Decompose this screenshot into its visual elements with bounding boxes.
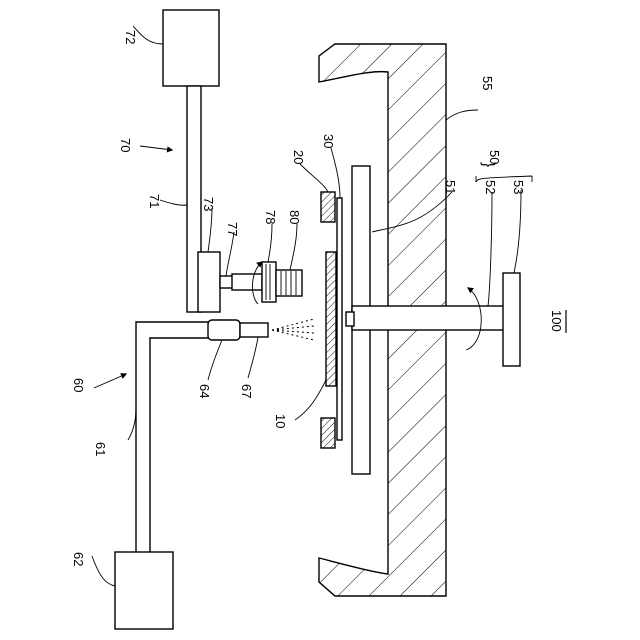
label-52: 52 <box>483 180 498 194</box>
valve-64 <box>208 320 240 340</box>
label-51: 51 <box>443 180 458 194</box>
label-73: 73 <box>201 197 216 211</box>
label-70: 70 <box>118 138 133 152</box>
spindle-77 <box>220 274 262 290</box>
label-55: 55 <box>480 76 495 90</box>
brush-78 <box>262 262 276 302</box>
label-20: 20 <box>291 150 306 164</box>
source-62 <box>115 552 173 629</box>
label-71: 71 <box>147 194 162 208</box>
label-53: 53 <box>511 180 526 194</box>
substrate-30 <box>337 198 342 440</box>
workpiece-10 <box>326 252 336 386</box>
motor-53 <box>503 273 520 366</box>
label-60: 60 <box>71 378 86 392</box>
reference-numerals: 72 70 71 73 77 78 80 20 30 50 51 52 53 5… <box>71 30 564 566</box>
label-64: 64 <box>197 384 212 398</box>
label-77: 77 <box>225 222 240 236</box>
pipe-61 <box>136 322 210 552</box>
brace-50-icon: } <box>480 162 497 168</box>
label-10: 10 <box>273 414 288 428</box>
nozzle-67 <box>240 323 268 337</box>
label-78: 78 <box>263 210 278 224</box>
assembly-arrow-60-icon <box>94 374 126 388</box>
label-72: 72 <box>123 30 138 44</box>
head-73 <box>198 252 220 312</box>
label-62: 62 <box>71 552 86 566</box>
assembly-arrow-70-icon <box>140 146 172 150</box>
label-100: 100 <box>549 310 564 332</box>
source-72 <box>163 10 219 86</box>
label-67: 67 <box>239 384 254 398</box>
spray-mist <box>272 319 314 340</box>
label-80: 80 <box>287 210 302 224</box>
brush-head-80 <box>276 270 302 296</box>
label-30: 30 <box>321 134 336 148</box>
label-61: 61 <box>93 442 108 456</box>
